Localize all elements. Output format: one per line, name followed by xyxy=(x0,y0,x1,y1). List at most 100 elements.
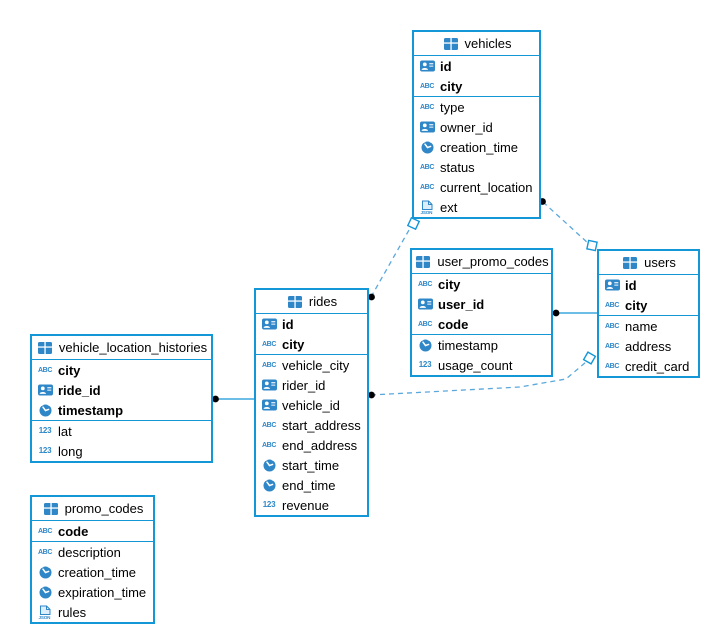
timestamp-clock-icon xyxy=(36,565,54,579)
uuid-id-card-icon xyxy=(418,121,436,133)
abc-glyph: ABC xyxy=(38,366,52,374)
column-name: id xyxy=(625,277,637,293)
uuid-id-card-icon xyxy=(418,60,436,72)
number-123-icon: 123 xyxy=(416,361,434,369)
column-name: city xyxy=(440,78,463,94)
abc-glyph: ABC xyxy=(38,548,52,556)
text-abc-icon: ABC xyxy=(260,362,278,369)
text-abc-icon: ABC xyxy=(416,321,434,328)
column-row-id: id xyxy=(414,56,539,76)
abc-glyph: ABC xyxy=(262,361,276,369)
column-name: code xyxy=(438,316,469,332)
text-abc-icon: ABC xyxy=(603,363,621,370)
relation-parent-marker xyxy=(406,216,421,231)
column-name: id xyxy=(440,58,452,74)
column-name: rules xyxy=(58,604,87,620)
column-row-user_id: user_id xyxy=(412,294,551,314)
column-row-timestamp: timestamp xyxy=(32,400,211,420)
relation-parent-marker xyxy=(586,239,598,252)
relation-parent-marker xyxy=(582,351,597,365)
table-header[interactable]: users xyxy=(599,251,698,275)
svg-text:JSON: JSON xyxy=(39,615,52,620)
text-abc-icon: ABC xyxy=(418,104,436,111)
number-123-icon: 123 xyxy=(36,427,54,435)
uuid-id-card-icon xyxy=(260,399,278,411)
relation-rides-users[interactable] xyxy=(368,351,597,399)
abc-glyph: ABC xyxy=(420,82,434,90)
column-name: credit_card xyxy=(625,358,690,374)
table-header[interactable]: vehicles xyxy=(414,32,539,56)
column-name: status xyxy=(440,159,475,175)
timestamp-clock-icon xyxy=(418,140,436,154)
number-123-icon: 123 xyxy=(260,501,278,509)
column-row-end_time: end_time xyxy=(256,475,367,495)
relation-rides-vehicles[interactable] xyxy=(368,216,421,301)
column-name: start_address xyxy=(282,417,361,433)
abc-glyph: ABC xyxy=(605,322,619,330)
table-header[interactable]: promo_codes xyxy=(32,497,153,521)
table-header[interactable]: user_promo_codes xyxy=(412,250,551,274)
table-title: rides xyxy=(308,294,338,309)
relation-child-dot xyxy=(212,395,219,403)
table-header[interactable]: vehicle_location_histories xyxy=(32,336,211,360)
column-name: user_id xyxy=(438,296,485,312)
column-row-status: ABC status xyxy=(414,157,539,177)
abc-glyph: ABC xyxy=(420,183,434,191)
column-row-ride_id: ride_id xyxy=(32,380,211,400)
column-name: id xyxy=(282,316,294,332)
text-abc-icon: ABC xyxy=(603,343,621,350)
number-123-icon: 123 xyxy=(36,447,54,455)
column-name: city xyxy=(58,362,81,378)
column-name: name xyxy=(625,318,658,334)
column-name: end_time xyxy=(282,477,336,493)
column-name: vehicle_city xyxy=(282,357,350,373)
column-name: creation_time xyxy=(58,564,137,580)
column-name: current_location xyxy=(440,179,533,195)
column-name: end_address xyxy=(282,437,358,453)
abc-glyph: ABC xyxy=(420,163,434,171)
relation-vehicle_location_histories-rides[interactable] xyxy=(212,395,254,403)
relation-user_promo_codes-users[interactable] xyxy=(552,309,597,317)
abc-glyph: ABC xyxy=(418,280,432,288)
table-header[interactable]: rides xyxy=(256,290,367,314)
column-row-expiration_time: expiration_time xyxy=(32,582,153,602)
text-abc-icon: ABC xyxy=(603,302,621,309)
relation-child-dot xyxy=(368,391,375,399)
abc-glyph: ABC xyxy=(262,421,276,429)
text-abc-icon: ABC xyxy=(418,184,436,191)
column-row-vehicle_id: vehicle_id xyxy=(256,395,367,415)
text-abc-icon: ABC xyxy=(36,367,54,374)
column-row-owner_id: owner_id xyxy=(414,117,539,137)
table-icon xyxy=(442,37,460,50)
abc-glyph: ABC xyxy=(418,320,432,328)
text-abc-icon: ABC xyxy=(418,83,436,90)
timestamp-clock-icon xyxy=(260,478,278,492)
table-icon xyxy=(286,295,304,308)
123-glyph: 123 xyxy=(262,500,276,509)
table-title: promo_codes xyxy=(64,501,144,516)
table-icon xyxy=(36,341,54,354)
column-name: city xyxy=(282,336,305,352)
relation-vehicles-users[interactable] xyxy=(539,198,598,252)
timestamp-clock-icon xyxy=(36,585,54,599)
text-abc-icon: ABC xyxy=(36,528,54,535)
table-title: users xyxy=(644,255,676,270)
abc-glyph: ABC xyxy=(262,441,276,449)
column-row-rider_id: rider_id xyxy=(256,375,367,395)
relation-child-dot xyxy=(368,293,375,301)
abc-glyph: ABC xyxy=(38,527,52,535)
